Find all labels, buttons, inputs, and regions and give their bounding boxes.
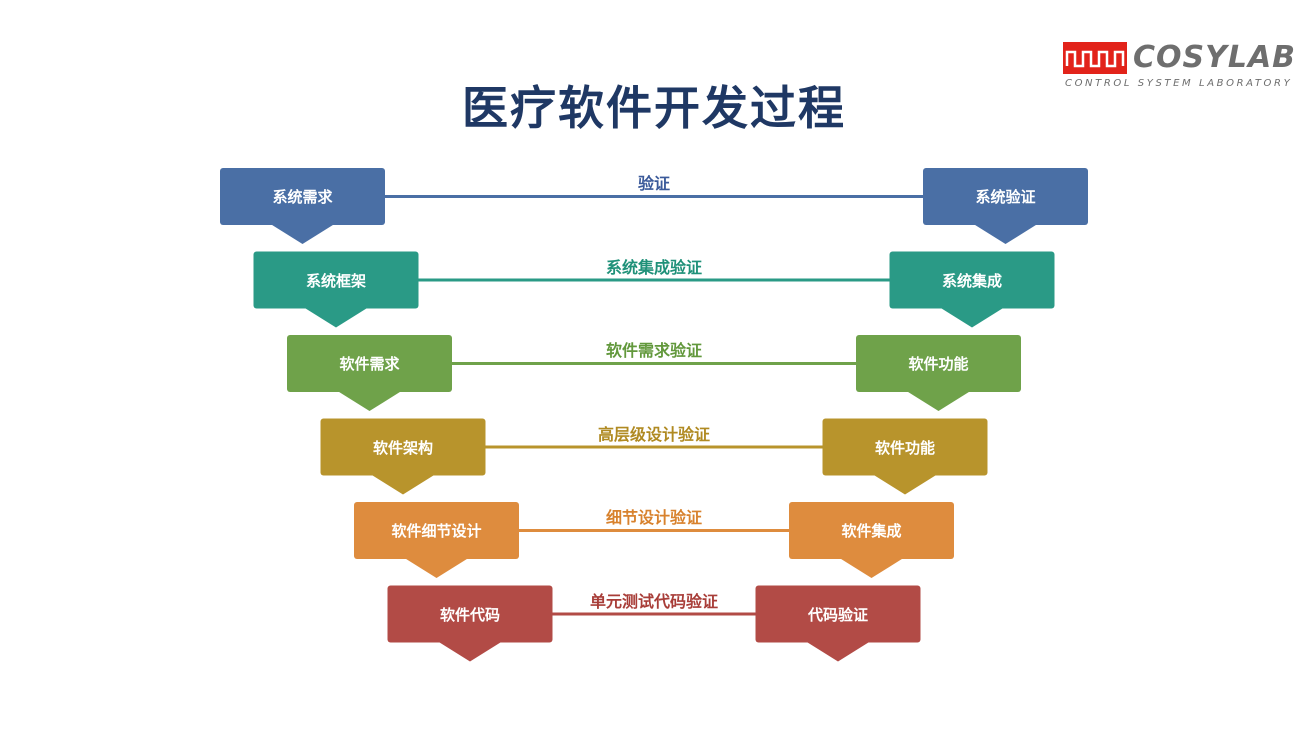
verification-label: 系统集成验证 xyxy=(605,257,702,277)
page-title: 医疗软件开发过程 xyxy=(462,81,846,135)
left-stage-label: 软件架构 xyxy=(372,438,433,457)
right-stage-box xyxy=(789,502,954,578)
left-stage-box xyxy=(387,585,553,662)
down-arrow-icon xyxy=(404,558,469,578)
verification-label: 单元测试代码验证 xyxy=(589,591,718,611)
left-stage-box xyxy=(287,335,452,411)
down-arrow-icon xyxy=(873,474,937,495)
right-stage-label: 软件功能 xyxy=(908,355,969,373)
cosylab-logo: COSYLAB CONTROL SYSTEM LABORATORY xyxy=(1063,40,1295,92)
right-stage-label: 系统集成 xyxy=(941,271,1002,290)
left-stage-label: 系统需求 xyxy=(272,188,333,206)
left-stage-box xyxy=(220,168,385,244)
right-stage-box xyxy=(923,168,1088,244)
down-arrow-icon xyxy=(940,307,1004,328)
right-stage-box xyxy=(856,335,1021,411)
verification-label: 高层级设计验证 xyxy=(597,424,710,444)
down-arrow-icon xyxy=(304,307,368,328)
down-arrow-icon xyxy=(973,224,1038,244)
left-stage-box xyxy=(253,251,419,328)
left-stage-box xyxy=(320,418,486,495)
down-arrow-icon xyxy=(839,558,904,578)
down-arrow-icon xyxy=(337,391,402,411)
verification-label: 细节设计验证 xyxy=(605,508,702,527)
verification-label: 软件需求验证 xyxy=(605,341,702,360)
down-arrow-icon xyxy=(371,474,435,495)
left-stage-label: 软件细节设计 xyxy=(391,522,482,540)
left-stage-label: 软件需求 xyxy=(339,355,400,373)
right-stage-box xyxy=(755,585,921,662)
right-stage-label: 软件集成 xyxy=(841,522,902,540)
right-stage-label: 代码验证 xyxy=(807,605,868,624)
right-stage-box xyxy=(822,418,988,495)
left-stage-label: 软件代码 xyxy=(439,605,500,624)
down-arrow-icon xyxy=(906,391,971,411)
down-arrow-icon xyxy=(806,641,870,662)
right-stage-box xyxy=(889,251,1055,328)
logo-subtitle: CONTROL SYSTEM LABORATORY xyxy=(1065,78,1293,89)
left-stage-label: 系统框架 xyxy=(305,271,366,290)
down-arrow-icon xyxy=(438,641,502,662)
right-stage-label: 软件功能 xyxy=(874,438,935,457)
logo-name: COSYLAB xyxy=(1133,40,1297,75)
verification-label: 验证 xyxy=(637,174,670,193)
down-arrow-icon xyxy=(270,224,335,244)
logo-mark-icon xyxy=(1063,42,1127,74)
right-stage-label: 系统验证 xyxy=(975,188,1036,206)
left-stage-box xyxy=(354,502,519,578)
